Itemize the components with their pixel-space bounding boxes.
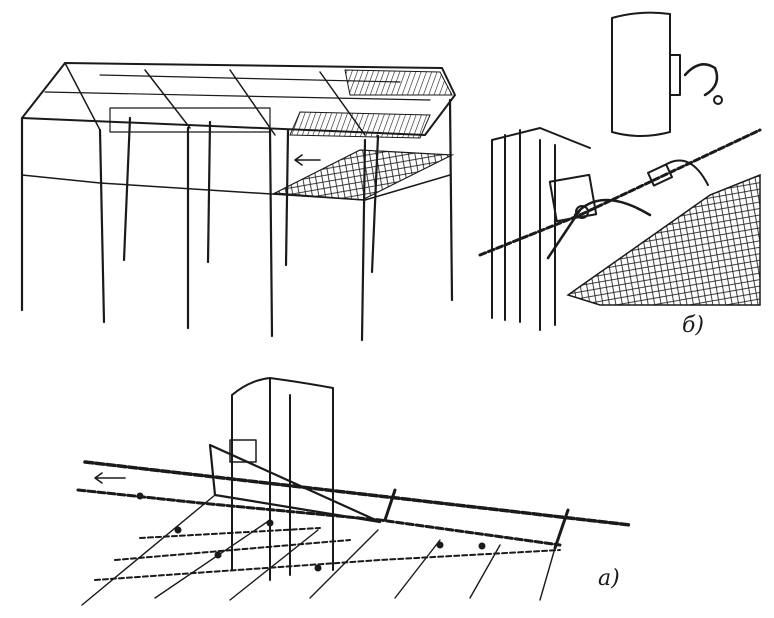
scaffold-frame-drawing (20, 62, 456, 342)
hook-detail-drawing (478, 11, 762, 331)
panel-label-a: a) (598, 566, 620, 591)
panel-label-b: б) (682, 313, 704, 338)
net-attachment-drawing (76, 377, 632, 606)
